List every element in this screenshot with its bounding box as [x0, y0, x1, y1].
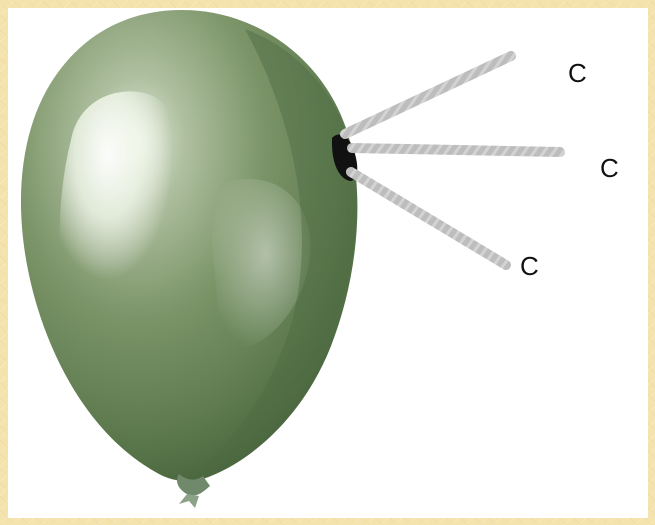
label-c-top: C — [568, 60, 587, 86]
label-c-middle: C — [600, 155, 619, 181]
diagram-panel: C C C — [8, 8, 648, 518]
line-bottom — [351, 172, 506, 265]
balloon-diagram — [8, 8, 648, 518]
label-c-bottom: C — [520, 253, 539, 279]
balloon-knot-tail — [179, 494, 199, 508]
line-top — [345, 56, 511, 134]
line-middle — [352, 148, 560, 152]
